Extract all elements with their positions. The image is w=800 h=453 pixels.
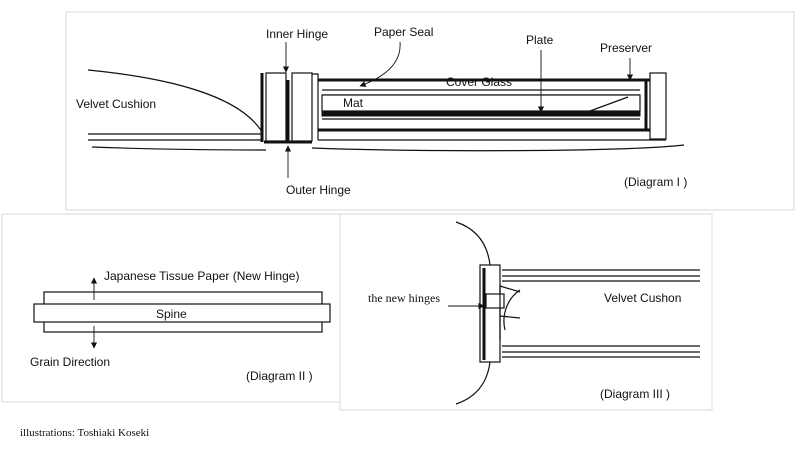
velvet-curve-bottom [455, 361, 491, 405]
hinge-core [485, 293, 505, 309]
hinge-flap-bottom [499, 315, 521, 319]
velvet-curve-top [455, 221, 491, 266]
label-outer-hinge: Outer Hinge [286, 183, 351, 197]
velvet-curve-inner [503, 289, 521, 331]
label-preserver: Preserver [600, 41, 652, 55]
diagram-2: Japanese Tissue Paper (New Hinge) Spine … [30, 269, 331, 383]
diagram-3: the new hinges Velvet Cushon (Diagram II… [368, 221, 700, 405]
label-new-hinges: the new hinges [368, 291, 440, 305]
plate [321, 110, 641, 117]
diagram-1-caption: (Diagram I ) [624, 175, 687, 189]
frame-left [312, 73, 319, 140]
diagram-3-caption: (Diagram III ) [600, 387, 670, 401]
label-grain-direction: Grain Direction [30, 355, 110, 369]
mat [321, 94, 641, 112]
diagram-1: Inner Hinge Paper Seal Plate Preserver C… [76, 25, 687, 197]
label-paper-seal: Paper Seal [374, 25, 433, 39]
left-cover-curve [91, 146, 267, 151]
label-velvet-cushion: Velvet Cushion [76, 97, 156, 111]
inner-hinge-block-left [265, 72, 287, 142]
right-cover-curve [311, 144, 685, 152]
paper-seal-arrow [359, 41, 401, 88]
diagram-3-panel [339, 213, 713, 411]
diagram-2-caption: (Diagram II ) [246, 369, 313, 383]
inner-hinge-block-right [291, 72, 313, 142]
label-mat: Mat [343, 96, 364, 110]
hinge-flap-top [499, 285, 521, 293]
label-velvet-cushon: Velvet Cushon [604, 291, 681, 305]
velvet-cushion-curve [87, 69, 263, 133]
right-frame-block [649, 72, 667, 140]
spine-strip [33, 303, 331, 323]
mat-bevel [589, 96, 629, 112]
label-tissue: Japanese Tissue Paper (New Hinge) [104, 269, 299, 283]
label-inner-hinge: Inner Hinge [266, 27, 328, 41]
label-spine: Spine [156, 307, 187, 321]
label-cover-glass: Cover Glass [446, 75, 512, 89]
illustration-credit: illustrations: Toshiaki Koseki [20, 427, 149, 439]
label-plate: Plate [526, 33, 554, 47]
